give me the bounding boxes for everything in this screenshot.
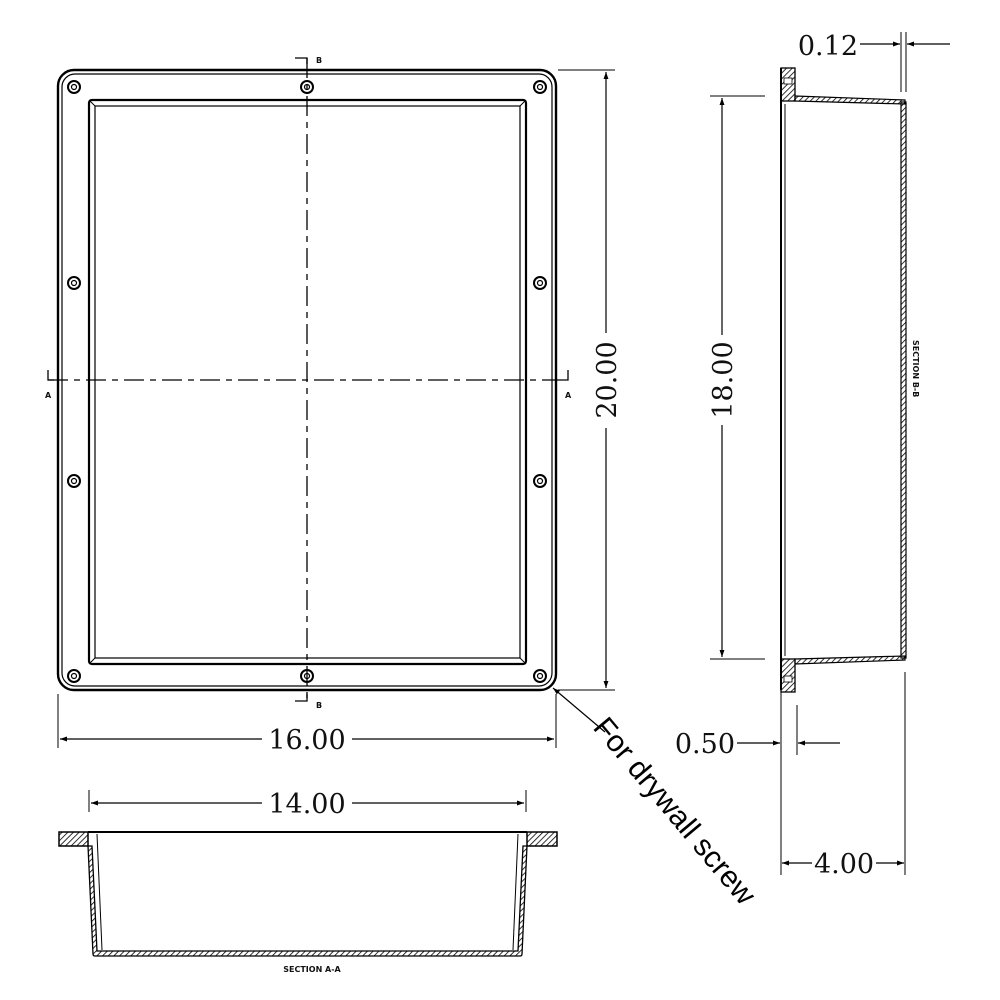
- screw-holes: [67, 80, 547, 683]
- dimension-flange-depth: 0.50: [675, 690, 840, 875]
- dimension-inner-height: 18.00: [708, 95, 765, 660]
- screw-hole-icon: [533, 276, 547, 290]
- dimension-overall-height: 20.00: [558, 69, 623, 691]
- dim-label: 14.00: [268, 789, 345, 820]
- dim-label: 18.00: [708, 341, 739, 418]
- drywall-screw-note: For drywall screw: [552, 687, 762, 912]
- dim-label: 0.12: [798, 31, 858, 62]
- front-view: B B A A: [45, 56, 572, 710]
- dimension-depth: 4.00: [782, 672, 906, 880]
- section-mark-a-left: A: [45, 391, 52, 400]
- section-b-view: SECTION B-B: [780, 67, 920, 693]
- dim-label: 4.00: [814, 849, 874, 880]
- section-a-view: 14.00 SECTION A-A: [58, 789, 558, 974]
- dimension-overall-width: 16.00: [57, 694, 557, 756]
- dimension-flange-thickness: 0.12: [798, 31, 950, 92]
- screw-hole-icon: [533, 474, 547, 488]
- section-b-label: SECTION B-B: [911, 340, 920, 397]
- screw-hole-icon: [533, 80, 547, 94]
- screw-hole-icon: [533, 669, 547, 683]
- dim-label: 0.50: [675, 729, 735, 760]
- dim-label: 16.00: [268, 725, 345, 756]
- section-mark-b-bottom: B: [316, 701, 322, 710]
- dim-label: 20.00: [592, 341, 623, 418]
- screw-hole-icon: [67, 669, 81, 683]
- section-a-label: SECTION A-A: [283, 965, 341, 974]
- screw-hole-icon: [67, 474, 81, 488]
- screw-hole-icon: [67, 80, 81, 94]
- screw-hole-icon: [67, 276, 81, 290]
- section-mark-a-right: A: [565, 391, 572, 400]
- section-mark-b-top: B: [316, 56, 322, 65]
